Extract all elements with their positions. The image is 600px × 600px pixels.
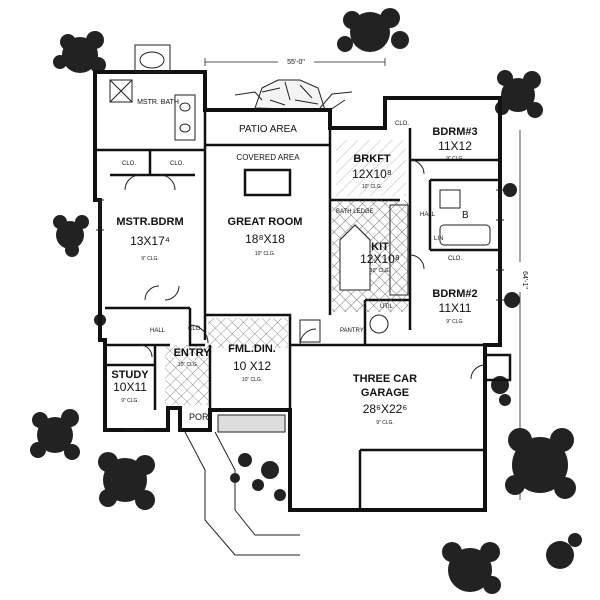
study-dim: 10X11	[113, 380, 147, 394]
great-room-dim: 18⁸X18	[245, 232, 285, 246]
small-labels: CLO. CLO. CLO. CLO. CLO. HALL HALL BATH …	[122, 121, 469, 334]
clo-label-2: CLO.	[170, 161, 184, 167]
kit-clg: 10" CLG.	[370, 268, 390, 274]
covered-area-label: COVERED AREA	[236, 153, 300, 162]
depth-dimension-label: 64'-1"	[521, 271, 528, 289]
entry-clg: 10" CLG.	[178, 362, 198, 368]
great-room-clg: 10" CLG.	[255, 251, 275, 257]
fml-din-label: FML.DIN.	[228, 343, 276, 355]
mstr-bdrm-dim: 13X17⁴	[130, 234, 170, 248]
pantry-label: PANTRY	[340, 328, 364, 334]
study-label: STUDY	[111, 369, 149, 381]
util-label: UTIL	[380, 304, 394, 310]
bath-ledge-label: BATH LEDGE	[336, 209, 374, 215]
garage-clg: 9" CLG.	[376, 420, 394, 426]
width-dimension-label: 55'-0"	[287, 59, 305, 66]
interior-walls	[95, 98, 512, 510]
tree-top-center	[337, 8, 409, 52]
hall-label-1: HALL	[150, 328, 166, 334]
clo-label-5: CLO.	[188, 326, 202, 332]
fml-din-clg: 10" CLG.	[242, 377, 262, 383]
overall-width-dimension: 55'-0"	[204, 56, 386, 66]
stone-patio	[234, 79, 353, 111]
room-labels: MSTR. BATH PATIO AREA COVERED AREA BRKFT…	[111, 99, 477, 426]
bdrm2-clg: 9" CLG.	[446, 319, 464, 325]
tree-top-right	[495, 70, 543, 118]
kitchen-tile	[165, 140, 408, 405]
clo-label-4: CLO.	[448, 256, 462, 262]
bdrm3-label: BDRM#3	[432, 126, 477, 138]
brkft-label: BRKFT	[353, 153, 391, 165]
por-label: POR.	[189, 412, 211, 422]
bdrm3-clg: 9" CLG.	[446, 156, 464, 162]
tree-top-left	[53, 31, 106, 73]
mstr-bdrm-label: MSTR.BDRM	[116, 216, 183, 228]
bath-b-label: B	[462, 210, 469, 221]
tree-left	[53, 215, 89, 257]
hall-label-2: HALL	[420, 212, 436, 218]
mstr-bdrm-clg: 9" CLG.	[141, 256, 159, 262]
bdrm2-label: BDRM#2	[432, 288, 477, 300]
mstr-bath-label: MSTR. BATH	[137, 99, 179, 106]
tree-bottom-right	[442, 428, 582, 594]
clo-label-1: CLO.	[122, 161, 136, 167]
patio-label: PATIO AREA	[239, 124, 297, 135]
front-planting	[230, 453, 286, 501]
entry-label: ENTRY	[174, 347, 212, 359]
garage-label-line1: THREE CAR	[353, 373, 417, 385]
bdrm3-dim: 11X12	[438, 139, 472, 153]
lin-label: LIN	[434, 236, 443, 242]
brkft-clg: 10" CLG.	[362, 184, 382, 190]
tree-bottom-left	[30, 409, 155, 510]
bdrm2-dim: 11X11	[439, 301, 472, 315]
brkft-dim: 12X10⁸	[352, 167, 392, 181]
garage-label-line2: GARAGE	[361, 387, 409, 399]
garage-dim: 28⁶X22⁶	[363, 402, 408, 416]
kitchen-island	[339, 224, 371, 291]
detail-lines	[96, 44, 504, 556]
fml-din-dim: 10 X12	[233, 359, 271, 373]
study-clg: 9" CLG.	[121, 398, 139, 404]
great-room-label: GREAT ROOM	[228, 216, 303, 228]
kit-dim: 12X10⁸	[360, 252, 400, 266]
overall-depth-dimension: 64'-1"	[514, 130, 528, 500]
landscaping	[30, 8, 582, 594]
kit-label: KIT	[371, 241, 389, 253]
clo-label-3: CLO.	[395, 121, 409, 127]
